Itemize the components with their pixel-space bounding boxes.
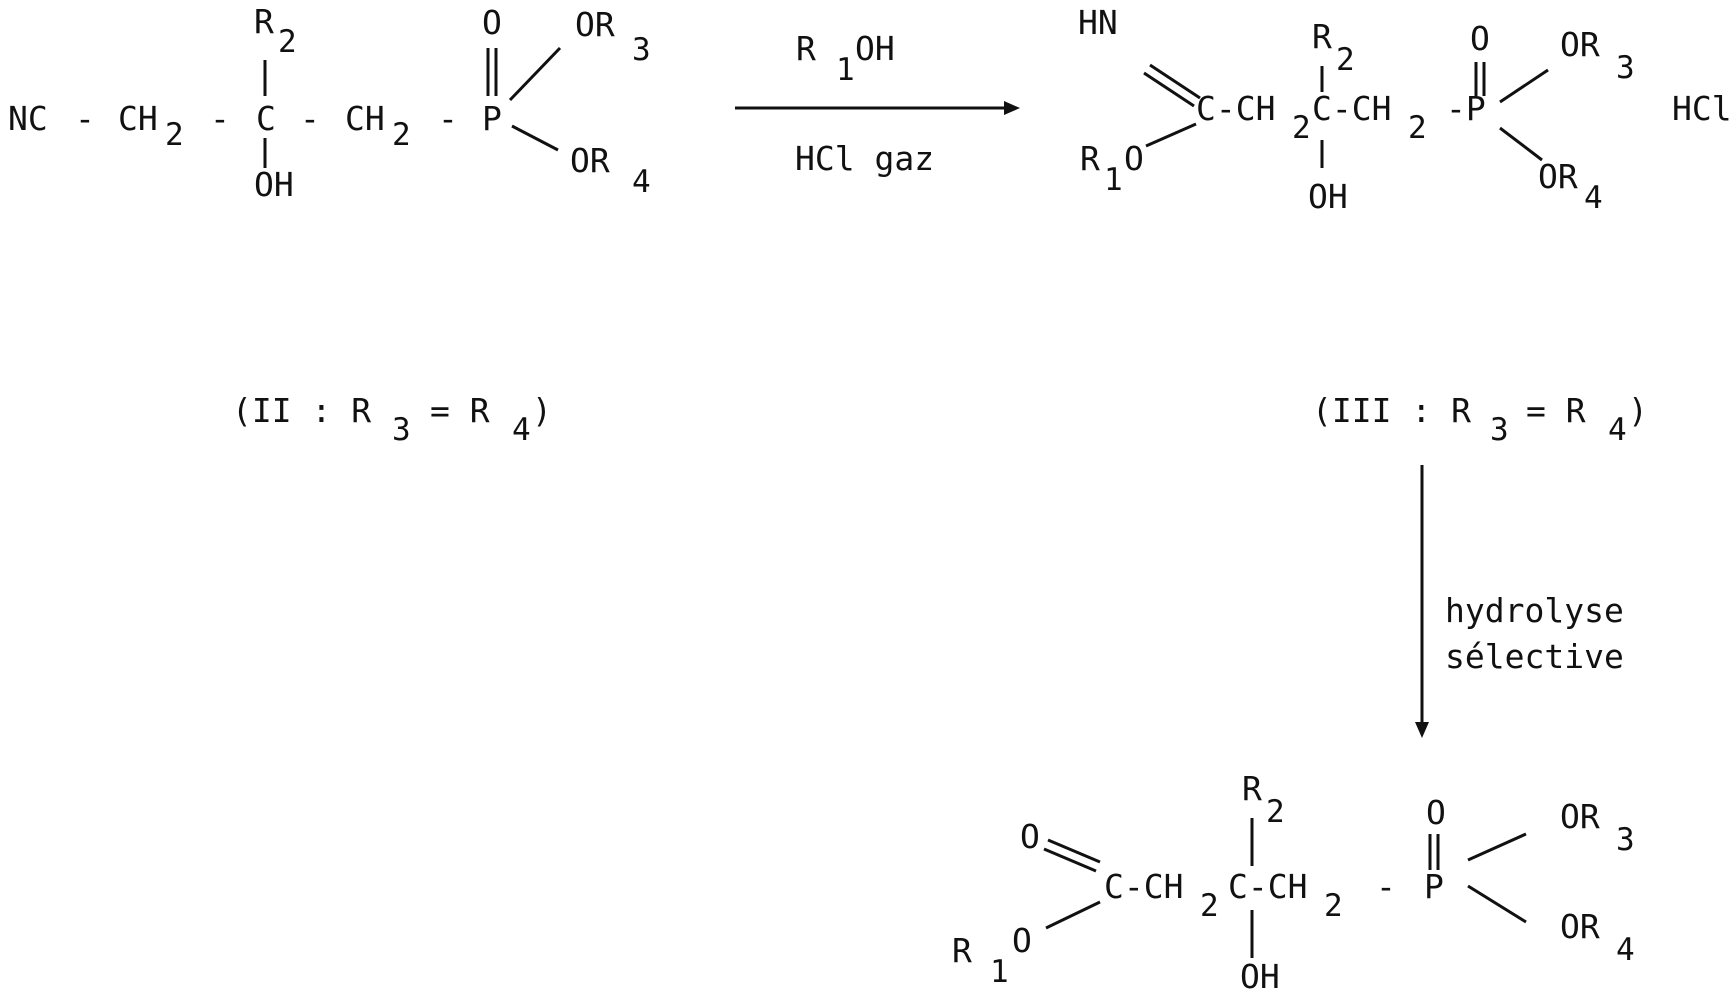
phosphorus-atom: -P — [1446, 89, 1486, 128]
ch2-group: CH — [118, 99, 158, 138]
bond-line — [1146, 124, 1196, 146]
product: O C-CH 2 C-CH 2 - P R 1 O R 2 OH O OR 3 … — [952, 769, 1635, 992]
subscript: 3 — [1616, 50, 1635, 86]
r-group: R — [1242, 769, 1262, 808]
or-group: OR — [1560, 907, 1600, 946]
or-group: OR — [570, 141, 610, 180]
compound-label: (III : R — [1312, 391, 1471, 430]
or-group: OR — [1560, 25, 1600, 64]
subscript: 2 — [1408, 110, 1427, 146]
double-bond-line — [1044, 849, 1096, 871]
r-group: R — [952, 931, 972, 970]
oxygen-atom: O — [1020, 817, 1040, 856]
ch2-group: CH — [345, 99, 385, 138]
bond-line — [1468, 886, 1526, 922]
compound-label: (II : R — [232, 391, 371, 430]
reaction-arrow-2: hydrolyse sélective — [1415, 465, 1624, 738]
label-close: ) — [532, 391, 552, 430]
nc-group: NC — [8, 99, 48, 138]
arrow-head — [1004, 101, 1020, 115]
bond-dash: - — [300, 99, 320, 138]
subscript: 4 — [1608, 412, 1627, 448]
bond-line — [510, 48, 560, 100]
bond-line — [512, 126, 558, 150]
subscript: 2 — [1336, 42, 1355, 78]
label-close: ) — [1628, 391, 1648, 430]
subscript: 3 — [392, 412, 411, 448]
bond-line — [1500, 70, 1548, 102]
hydroxyl-group: OH — [254, 165, 294, 204]
subscript: 4 — [632, 164, 651, 200]
carbon-chain: C-CH — [1104, 867, 1183, 906]
carbon-chain: C-CH — [1196, 89, 1275, 128]
or-group: OR — [1560, 797, 1600, 836]
oxygen-atom: O — [482, 3, 502, 42]
bond-dash: - — [210, 99, 230, 138]
subscript: 2 — [1292, 110, 1311, 146]
reagent-oh: OH — [855, 29, 895, 68]
bond-line — [1500, 128, 1542, 160]
oxygen-atom: O — [1124, 139, 1144, 178]
subscript: 3 — [1616, 822, 1635, 858]
subscript: 4 — [1616, 932, 1635, 968]
oxygen-atom: O — [1012, 921, 1032, 960]
reaction-condition: sélective — [1445, 637, 1624, 676]
subscript: 1 — [1104, 162, 1123, 198]
hcl-salt: HCl — [1672, 89, 1732, 128]
r-group: R — [1080, 139, 1100, 178]
phosphorus-atom: P — [1424, 867, 1444, 906]
bond-dash: - — [1376, 867, 1396, 906]
carbon-chain: C-CH — [1312, 89, 1391, 128]
oxygen-atom: O — [1426, 793, 1446, 832]
subscript: 4 — [512, 412, 531, 448]
imine-group: HN — [1078, 3, 1118, 42]
reagent-r: R — [796, 29, 816, 68]
bond-dash: - — [75, 99, 95, 138]
reaction-condition: hydrolyse — [1445, 591, 1624, 630]
reaction-arrow-1: R 1 OH HCl gaz — [735, 29, 1020, 178]
or-group: OR — [1538, 157, 1578, 196]
subscript: 2 — [1266, 794, 1285, 830]
subscript: 4 — [1584, 180, 1603, 216]
subscript: 2 — [392, 117, 411, 153]
compound-III: HN C-CH 2 C-CH 2 -P R 1 O R 2 OH O OR 3 … — [1078, 3, 1732, 448]
subscript: 2 — [1324, 888, 1343, 924]
oxygen-atom: O — [1470, 19, 1490, 58]
bond-line — [1046, 902, 1100, 928]
compound-II: NC - CH 2 - C - CH 2 - P R 2 OH O OR 3 O… — [8, 2, 651, 448]
carbon-chain: C-CH — [1228, 867, 1307, 906]
label-equals: = R — [430, 391, 490, 430]
subscript: 3 — [632, 32, 651, 68]
arrow-head — [1415, 722, 1429, 738]
subscript: 3 — [1490, 412, 1509, 448]
subscript: 1 — [990, 954, 1009, 990]
phosphorus-atom: P — [482, 99, 502, 138]
reaction-condition: HCl gaz — [795, 139, 934, 178]
hydroxyl-group: OH — [1308, 177, 1348, 216]
hydroxyl-group: OH — [1240, 957, 1280, 992]
double-bond-line — [1048, 840, 1100, 862]
bond-dash: - — [438, 99, 458, 138]
or-group: OR — [575, 5, 615, 44]
carbon-atom: C — [256, 99, 276, 138]
subscript: 1 — [836, 52, 855, 88]
r-group: R — [1312, 17, 1332, 56]
label-equals: = R — [1526, 391, 1586, 430]
bond-line — [1468, 834, 1526, 860]
r-group: R — [254, 2, 274, 41]
subscript: 2 — [278, 24, 297, 60]
subscript: 2 — [165, 117, 184, 153]
subscript: 2 — [1200, 888, 1219, 924]
